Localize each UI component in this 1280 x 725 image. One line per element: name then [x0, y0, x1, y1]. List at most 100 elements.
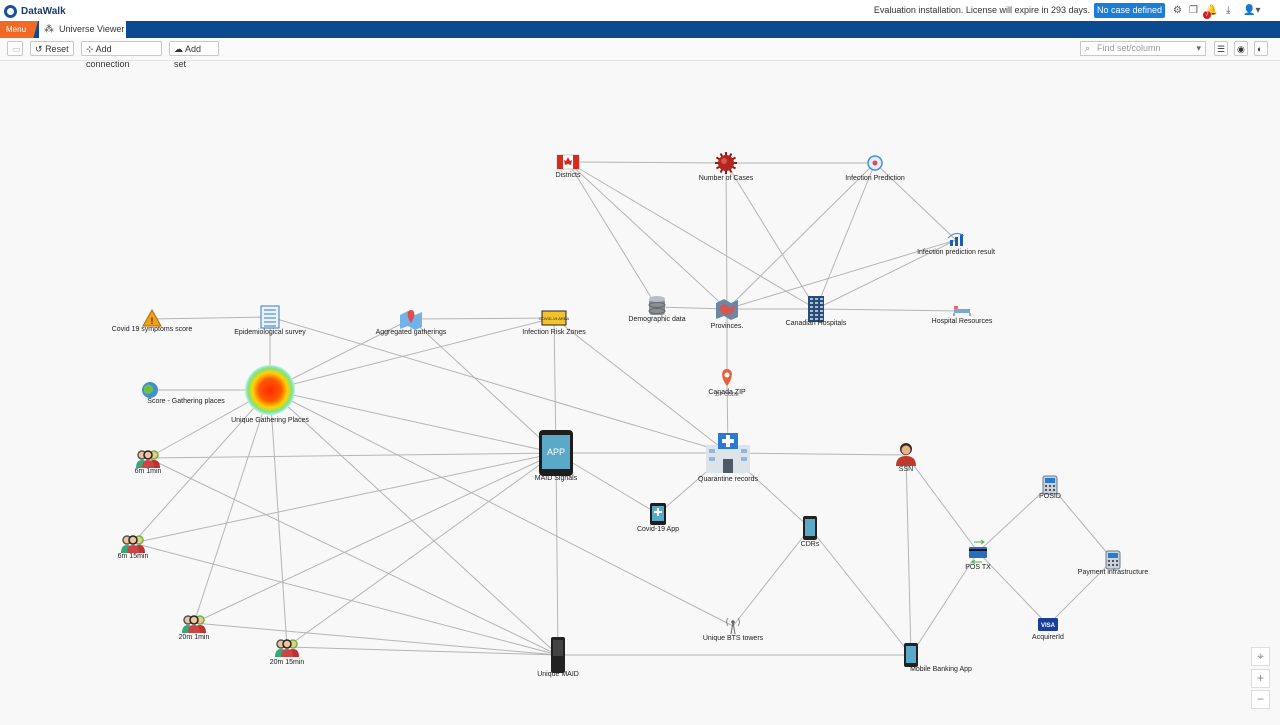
prediction-icon: [867, 155, 883, 171]
edge-ssn-postx: [905, 454, 979, 553]
edge-districts-cases: [567, 161, 727, 164]
node-label: 6m 1min: [135, 468, 162, 475]
node-agg[interactable]: Aggregated gatherings: [376, 310, 447, 336]
database-icon: [648, 296, 666, 315]
node-ssn[interactable]: SSN: [896, 443, 916, 473]
node-postx[interactable]: POS TX: [965, 539, 991, 571]
add-connection-icon: ⊹: [86, 44, 94, 54]
node-infpred[interactable]: Infection Prediction: [845, 155, 905, 182]
edge-m6_1-maid: [147, 452, 557, 459]
reset-button[interactable]: ↺ Reset: [30, 41, 74, 56]
edge-infpred-hospitals: [815, 162, 876, 310]
node-covid[interactable]: !Covid 19 symptoms score: [112, 308, 193, 333]
virus-icon: [715, 152, 737, 174]
node-m6_15[interactable]: 6m 15min: [118, 535, 149, 560]
node-mba[interactable]: Mobile Banking App: [904, 643, 972, 673]
node-payinfra[interactable]: Payment infrastructure: [1078, 550, 1149, 576]
node-ugp[interactable]: Unique Gathering Places: [231, 365, 309, 424]
risk-area-tag: COVID-19 AREA: [539, 316, 570, 321]
node-demo[interactable]: Demographic data: [628, 296, 686, 323]
bed-icon: [953, 306, 971, 316]
node-capp[interactable]: Covid-19 App: [637, 503, 679, 533]
graph-nodes[interactable]: Districts Number of Cases Infection Predic…: [112, 152, 1149, 678]
node-umaid[interactable]: Unique MAID: [537, 637, 579, 678]
node-label: Unique Gathering Places: [231, 417, 309, 424]
node-label: Infection Risk Zones: [522, 329, 586, 336]
node-label: Districts: [556, 172, 581, 179]
zoom-in-button[interactable]: +: [1251, 669, 1270, 688]
node-posid[interactable]: POSID: [1039, 475, 1061, 500]
top-bar: DataWalk Evaluation installation. Licens…: [0, 0, 1280, 22]
group-icon: [182, 615, 206, 633]
node-label: Hospital Resources: [932, 318, 993, 325]
edge-posid-payinfra: [1049, 484, 1114, 561]
toolbar: ▭ ↺ Reset ⊹ Add connection ☁ Add set ⌕ F…: [0, 38, 1280, 69]
cloud-upload-icon: ☁: [174, 44, 183, 54]
visibility-button[interactable]: ◉: [1234, 41, 1248, 56]
list-view-button[interactable]: ☰: [1214, 41, 1228, 56]
app-tag: APP: [547, 447, 565, 457]
menu-tab[interactable]: Menu: [0, 21, 38, 38]
node-m20_15[interactable]: 20m 15min: [270, 639, 305, 666]
node-m6_1[interactable]: 6m 1min: [135, 450, 162, 475]
phone-device-icon: [551, 637, 565, 673]
node-districts[interactable]: Districts: [556, 154, 581, 179]
zoom-out-button[interactable]: −: [1251, 690, 1270, 709]
case-button[interactable]: No case defined: [1094, 3, 1165, 18]
tab-universe-viewer[interactable]: ⁂ Universe Viewer: [39, 21, 126, 38]
node-score[interactable]: Score - Gathering places: [142, 382, 225, 405]
edge-districts-hospitals: [567, 161, 817, 310]
node-hospitals[interactable]: Canadian Hospitals: [786, 296, 847, 327]
find-set-input[interactable]: ⌕ Find set/column ▾: [1080, 41, 1206, 56]
universe-graph-canvas[interactable]: Districts Number of Cases Infection Predic…: [0, 61, 1280, 720]
node-label: Unique MAID: [537, 671, 579, 678]
edge-cdrs-bts: [732, 527, 811, 627]
node-risk[interactable]: COVID-19 AREA Infection Risk Zones: [522, 310, 586, 336]
node-epi[interactable]: Epidemiological survey: [234, 305, 306, 336]
edge-covid-epi: [151, 316, 271, 320]
search-icon: ⌕: [1085, 43, 1091, 53]
list-icon: ☰: [1217, 44, 1226, 54]
user-icon[interactable]: 👤▾: [1243, 5, 1261, 16]
map-marker-icon: [400, 310, 422, 330]
svg-text:!: !: [151, 316, 154, 326]
edge-agg-maid: [410, 318, 557, 454]
add-set-button[interactable]: ☁ Add set: [169, 41, 219, 69]
heatmap-icon: [245, 365, 295, 415]
edge-cases-hospitals: [725, 162, 817, 310]
node-m20_1[interactable]: 20m 1min: [179, 615, 210, 641]
notification-badge: 7: [1203, 11, 1211, 19]
license-notice: Evaluation installation. License will ex…: [873, 5, 1090, 15]
node-bts[interactable]: Unique BTS towers: [703, 617, 764, 642]
node-hospres[interactable]: Hospital Resources: [932, 306, 993, 325]
edge-m6_1-umaid: [147, 457, 559, 656]
node-quar[interactable]: Quarantine records: [698, 433, 758, 483]
save-button[interactable]: ▭: [7, 41, 23, 56]
graph-svg[interactable]: Districts Number of Cases Infection Predic…: [0, 61, 1280, 720]
download-icon[interactable]: ⤓: [1226, 5, 1231, 16]
edge-risk-quar: [553, 317, 729, 454]
edge-postx-posid: [977, 484, 1051, 553]
node-label: Quarantine records: [698, 476, 758, 483]
person-icon: [896, 443, 916, 466]
node-provinces[interactable]: Provinces.: [711, 299, 744, 330]
contrast-icon: ◐: [1257, 44, 1263, 54]
node-cdrs[interactable]: CDRs: [801, 516, 820, 548]
contrast-button[interactable]: ◐: [1254, 41, 1268, 56]
tablet-app-icon: APP: [539, 430, 573, 476]
gears-icon[interactable]: ⚙: [1173, 5, 1182, 16]
node-label: Mobile Banking App: [910, 666, 972, 673]
add-connection-button[interactable]: ⊹ Add connection: [81, 41, 162, 69]
node-label: CDRs: [801, 541, 820, 548]
tasks-icon[interactable]: ❐: [1189, 5, 1198, 16]
node-label: Score - Gathering places: [147, 398, 225, 405]
bell-icon[interactable]: 🔔: [1205, 5, 1218, 16]
edge-agg-risk: [410, 317, 555, 320]
node-cases[interactable]: Number of Cases: [699, 152, 754, 182]
node-infres[interactable]: Infection prediction result: [917, 232, 995, 256]
app-logo[interactable]: DataWalk: [4, 3, 66, 19]
fit-view-button[interactable]: ⌖: [1251, 647, 1270, 666]
